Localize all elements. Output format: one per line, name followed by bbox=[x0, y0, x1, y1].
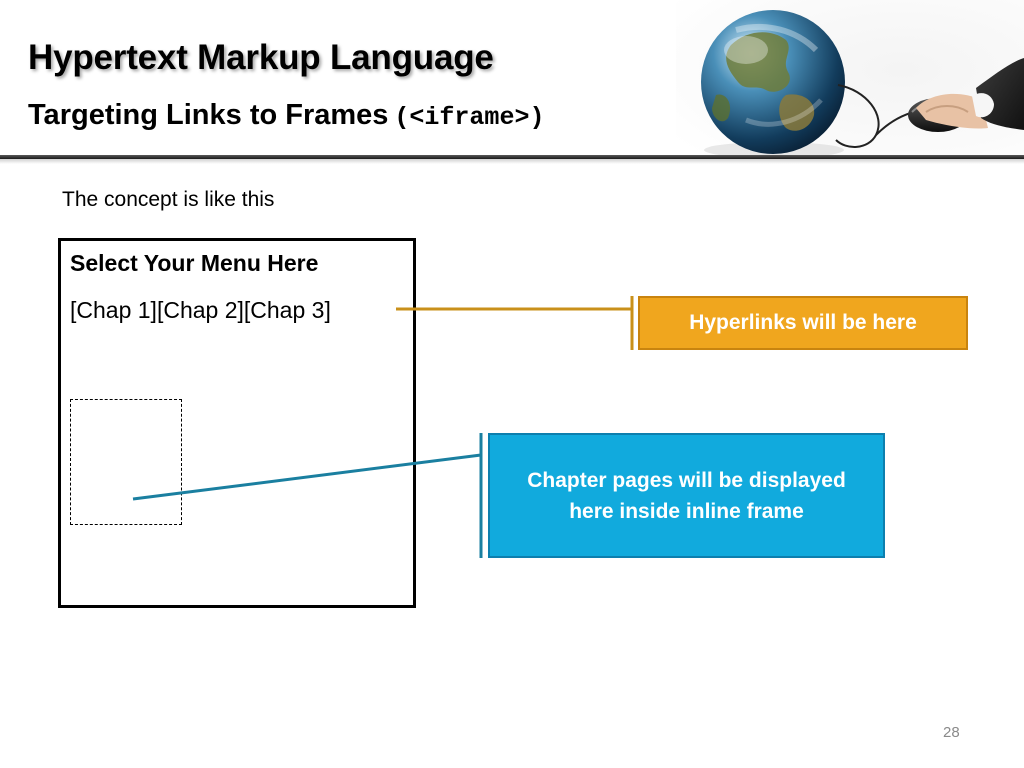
slide-subtitle: Targeting Links to Frames(<iframe>) bbox=[28, 99, 544, 132]
header-divider bbox=[0, 155, 1024, 164]
hyperlinks-callout: Hyperlinks will be here bbox=[638, 296, 968, 350]
menu-title: Select Your Menu Here bbox=[70, 250, 319, 276]
intro-text: The concept is like this bbox=[62, 188, 275, 211]
subtitle-text: Targeting Links to Frames bbox=[28, 99, 389, 131]
iframe-callout: Chapter pages will be displayed here ins… bbox=[488, 433, 885, 558]
page-number: 28 bbox=[943, 724, 960, 741]
menu-links: [Chap 1][Chap 2][Chap 3] bbox=[70, 297, 331, 323]
subtitle-code: (<iframe>) bbox=[394, 103, 545, 132]
globe-mouse-image bbox=[676, 0, 1024, 155]
slide-title: Hypertext Markup Language bbox=[28, 38, 494, 77]
iframe-placeholder bbox=[70, 399, 182, 525]
iframe-connector-line bbox=[132, 453, 482, 501]
page-mockup-box bbox=[58, 238, 416, 608]
